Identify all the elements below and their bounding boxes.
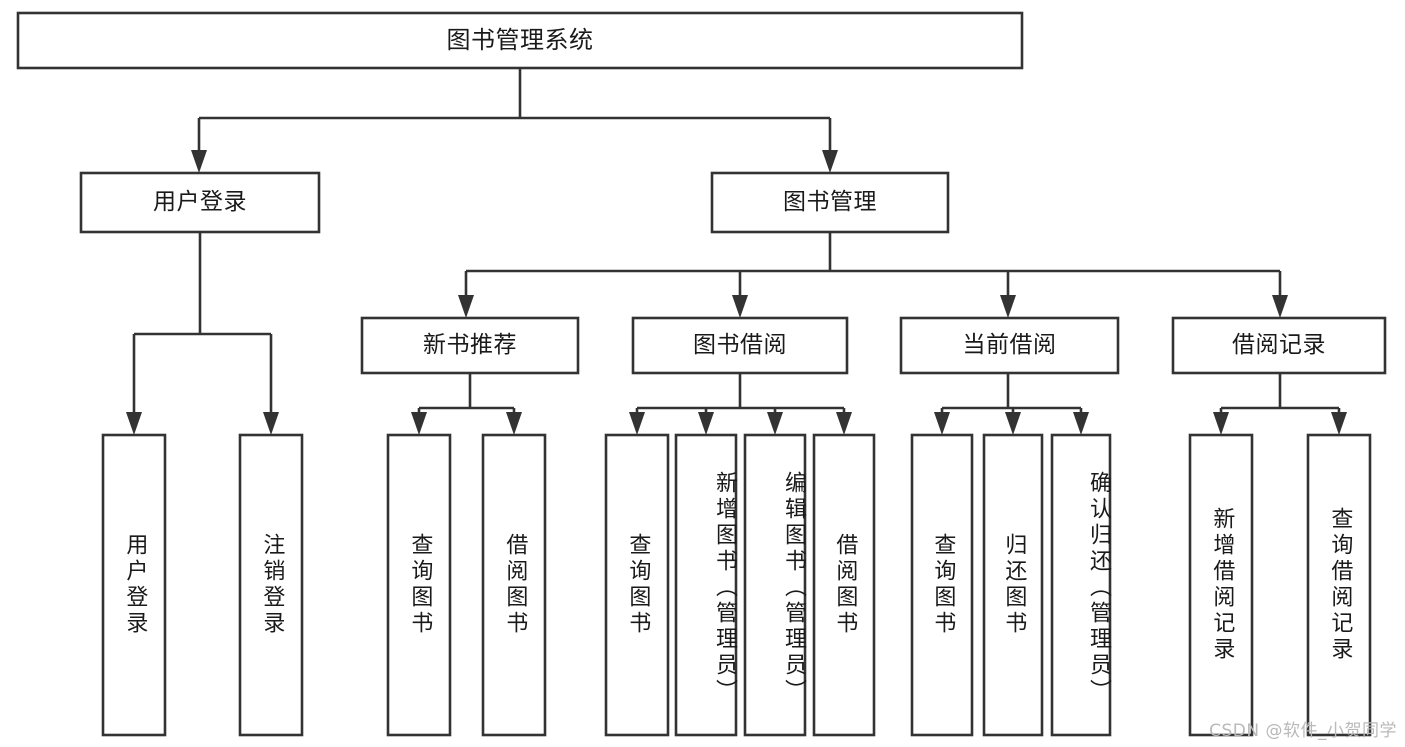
node-box-leaf-borrow-book-2[interactable] [812,433,876,737]
node-box-book-borrow[interactable] [631,316,849,375]
arrow-head-leaf-edit-book [767,412,783,435]
arrow-head-leaf-add-book [698,412,714,435]
arrow-head-leaf-borrow-book-2 [836,412,852,435]
csdn-watermark: CSDN @软件_小贺同学 [1209,721,1397,741]
node-box-leaf-add-book[interactable] [674,433,738,737]
arrow-head-book-borrow [732,295,748,318]
node-box-borrow-record[interactable] [1171,316,1387,375]
arrow-head-leaf-borrow-book-1 [506,412,522,435]
node-box-book-management[interactable] [710,171,950,234]
node-box-leaf-confirm-return[interactable] [1050,433,1112,737]
node-box-leaf-user-login[interactable] [101,433,167,737]
node-box-user-login[interactable] [79,171,321,234]
node-box-leaf-edit-book[interactable] [743,433,807,737]
arrow-head-leaf-query-book-1 [411,412,427,435]
node-box-leaf-return-book[interactable] [982,433,1044,737]
node-box-leaf-borrow-book-1[interactable] [481,433,547,737]
arrow-head-leaf-add-record [1213,412,1229,435]
arrow-head-current-borrow [1000,295,1016,318]
arrow-head-leaf-confirm-return [1073,412,1089,435]
node-box-leaf-query-book-3[interactable] [910,433,974,737]
arrow-head-leaf-query-book-2 [629,412,645,435]
node-box-root[interactable] [16,11,1024,70]
node-box-leaf-query-book-2[interactable] [604,433,670,737]
arrow-head-leaf-query-record [1331,412,1347,435]
arrow-head-borrow-record [1272,295,1288,318]
arrow-head-new-book-recommend [458,295,474,318]
arrow-head-user-login [191,150,207,173]
arrow-head-book-management [822,150,838,173]
arrow-head-leaf-query-book-3 [934,412,950,435]
arrow-head-leaf-return-book [1005,412,1021,435]
arrow-head-leaf-logout-login [263,412,279,435]
node-box-leaf-add-record[interactable] [1188,433,1254,737]
node-box-leaf-logout-login[interactable] [238,433,304,737]
node-box-leaf-query-book-1[interactable] [386,433,452,737]
node-box-leaf-query-record[interactable] [1306,433,1372,737]
node-box-new-book-recommend[interactable] [360,316,580,375]
arrow-head-leaf-user-login [126,412,142,435]
node-box-current-borrow[interactable] [899,316,1120,375]
